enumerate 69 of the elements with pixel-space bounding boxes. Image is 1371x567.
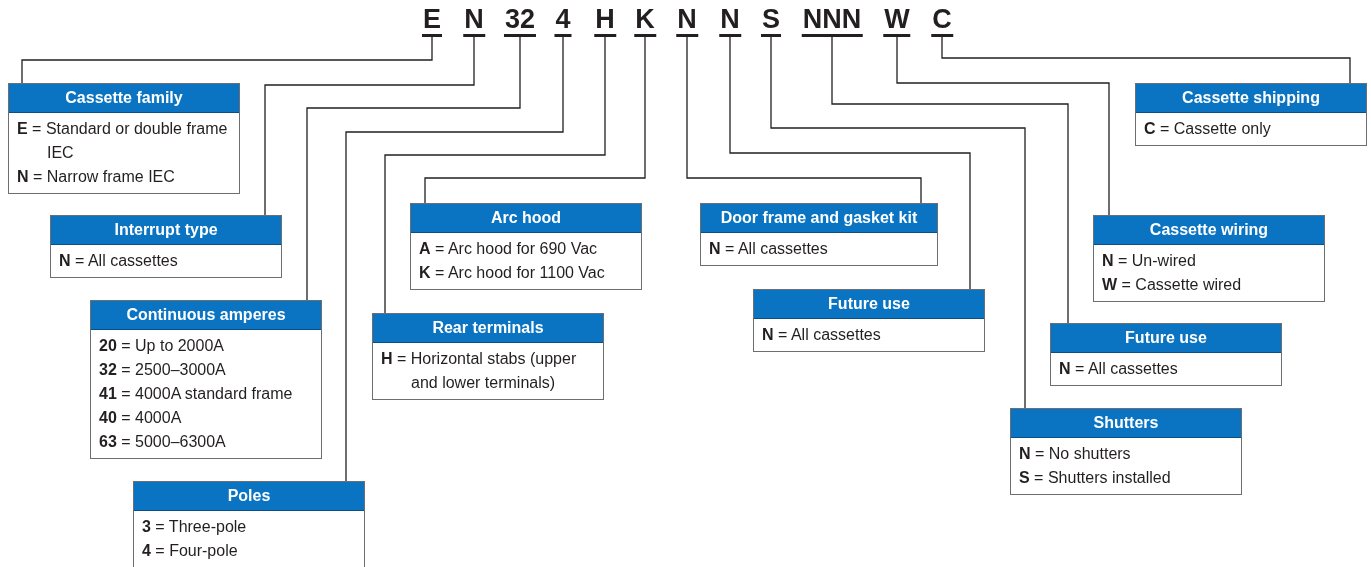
box-heading: Cassette family xyxy=(9,84,239,113)
code-segment: H xyxy=(594,4,616,37)
code-segment: K xyxy=(634,4,656,37)
code-definition: 32 = 2500–3000A xyxy=(98,360,227,380)
code-segment: W xyxy=(883,4,911,37)
code-definition: 63 = 5000–6300A xyxy=(98,432,227,452)
leader-line xyxy=(306,36,521,301)
leader-line xyxy=(264,36,475,216)
definition-box xyxy=(753,289,985,352)
leader-line xyxy=(21,36,433,84)
leader-line xyxy=(424,36,646,204)
code-segment: N xyxy=(676,4,698,37)
code-segment: N xyxy=(463,4,485,37)
code-definition: E = Standard or double frame IEC xyxy=(16,119,229,163)
definition-box xyxy=(1050,323,1282,386)
code-definition: N = All cassettes xyxy=(58,251,179,271)
code-segment: N xyxy=(719,4,741,37)
definition-box xyxy=(700,203,938,266)
definition-box xyxy=(1010,408,1242,495)
box-heading: Cassette shipping xyxy=(1136,84,1366,113)
code-definition: N = Narrow frame IEC xyxy=(16,167,176,187)
box-heading: Rear terminals xyxy=(373,314,603,343)
definition-box xyxy=(1093,215,1325,302)
code-segment: 32 xyxy=(504,4,536,37)
definition-box xyxy=(133,481,365,567)
code-segment: NNN xyxy=(801,4,863,37)
code-definition: N = No shutters xyxy=(1018,444,1132,464)
code-definition: 20 = Up to 2000A xyxy=(98,336,225,356)
code-definition: A = Arc hood for 690 Vac xyxy=(418,239,599,259)
box-heading: Poles xyxy=(134,482,364,511)
box-heading: Interrupt type xyxy=(51,216,281,245)
code-definition: N = All cassettes xyxy=(1058,359,1179,379)
code-definition: W = Cassette wired xyxy=(1101,275,1243,295)
code-definition: N = All cassettes xyxy=(708,239,829,259)
definition-box xyxy=(50,215,282,278)
code-definition: S = Shutters installed xyxy=(1018,468,1172,488)
code-definition: K = Arc hood for 1100 Vac xyxy=(418,263,606,283)
code-definition: 40 = 4000A xyxy=(98,408,183,428)
code-segment: S xyxy=(761,4,781,37)
box-heading: Shutters xyxy=(1011,409,1241,438)
box-heading: Future use xyxy=(1051,324,1281,353)
leader-line xyxy=(729,36,971,290)
box-heading: Cassette wiring xyxy=(1094,216,1324,245)
leader-line xyxy=(686,36,922,204)
code-segment: C xyxy=(931,4,953,37)
code-definition: H = Horizontal stabs (upper and lower terminals) xyxy=(380,349,578,393)
definition-box xyxy=(410,203,642,290)
definition-box xyxy=(90,300,322,459)
leader-line xyxy=(941,36,1351,84)
box-heading: Arc hood xyxy=(411,204,641,233)
box-heading: Door frame and gasket kit xyxy=(701,204,937,233)
code-definition: C = Cassette only xyxy=(1143,119,1272,139)
code-definition: 4 = Four-pole xyxy=(141,541,239,561)
leader-line xyxy=(896,36,1110,216)
definition-box xyxy=(8,83,240,194)
code-segment: 4 xyxy=(554,4,572,37)
definition-box xyxy=(1135,83,1367,146)
definition-box xyxy=(372,313,604,400)
leader-line xyxy=(770,36,1026,409)
code-definition: N = All cassettes xyxy=(761,325,882,345)
leader-line xyxy=(345,36,564,482)
box-heading: Future use xyxy=(754,290,984,319)
leader-line xyxy=(384,36,606,314)
code-definition: 3 = Three-pole xyxy=(141,517,248,537)
code-segment: E xyxy=(422,4,442,37)
leader-line xyxy=(831,36,1069,324)
code-definition: 41 = 4000A standard frame xyxy=(98,384,294,404)
box-heading: Continuous amperes xyxy=(91,301,321,330)
code-definition: N = Un-wired xyxy=(1101,251,1197,271)
